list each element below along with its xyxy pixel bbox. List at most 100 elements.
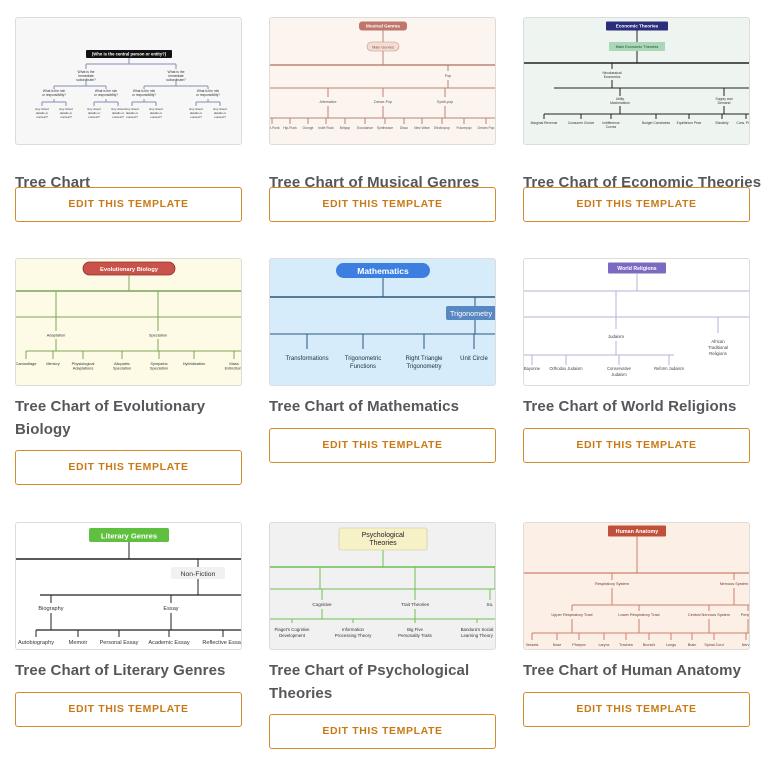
node-box xyxy=(171,567,225,579)
template-title[interactable]: Tree Chart of World Religions xyxy=(523,398,737,415)
node-label: Supply and xyxy=(716,97,733,101)
node-label: Big Five xyxy=(407,627,423,632)
tree-chart-preview: World ReligionsJudaismAfricanTraditional… xyxy=(524,262,749,377)
node-label: Britpop xyxy=(340,126,351,130)
node-label: Personality Traits xyxy=(398,633,432,638)
edit-template-button[interactable]: EDIT THIS TEMPLATE xyxy=(523,692,750,727)
template-title[interactable]: Tree Chart of Economic Theories xyxy=(523,174,762,191)
node-label: Conservative xyxy=(607,366,632,371)
node-label: Upper Respiratory Tract xyxy=(551,612,593,617)
node-label: Trait Theories xyxy=(401,602,430,607)
node-label: Synthwave xyxy=(377,126,393,130)
edit-template-button[interactable]: EDIT THIS TEMPLATE xyxy=(269,187,496,222)
node-label: context? xyxy=(60,115,72,119)
template-thumbnail[interactable]: (Who is the central person or entity?)Wh… xyxy=(15,17,242,145)
node-label: Any direct xyxy=(149,107,163,111)
edit-template-button[interactable]: EDIT THIS TEMPLATE xyxy=(15,450,242,485)
template-title[interactable]: Tree Chart of Evolutionary Biology xyxy=(15,398,206,438)
node-label: Evolutionary Biology xyxy=(100,267,159,273)
node-label: Speciation xyxy=(149,333,167,338)
node-label: Disco xyxy=(400,126,408,130)
node-label: immediate xyxy=(78,74,94,78)
template-title[interactable]: Tree Chart of Literary Genres xyxy=(15,662,226,679)
node-label: Pop xyxy=(445,74,451,78)
node-label: Marginal Revenue xyxy=(531,121,558,125)
node-box xyxy=(336,263,430,278)
node-box xyxy=(446,306,495,320)
node-label: details or xyxy=(126,111,139,115)
node-label: Essay xyxy=(163,606,178,612)
node-label: Main Economic Theories xyxy=(616,44,659,49)
node-label: or responsibility? xyxy=(94,93,118,97)
template-title[interactable]: Tree Chart xyxy=(15,174,91,191)
node-label: Autobiography xyxy=(18,640,54,646)
edit-template-button[interactable]: EDIT THIS TEMPLATE xyxy=(269,428,496,463)
node-box xyxy=(608,262,666,274)
node-label: Bandura's Social xyxy=(461,627,494,632)
node-label: context? xyxy=(36,115,48,119)
edit-template-button[interactable]: EDIT THIS TEMPLATE xyxy=(269,714,496,749)
node-label: Lungs xyxy=(666,643,676,647)
edit-template-button[interactable]: EDIT THIS TEMPLATE xyxy=(523,428,750,463)
node-label: or responsibility? xyxy=(132,93,156,97)
edit-template-button[interactable]: EDIT THIS TEMPLATE xyxy=(523,187,750,222)
node-label: context? xyxy=(88,115,100,119)
node-label: Non-Fiction xyxy=(181,571,216,578)
node-label: Post-Punk xyxy=(270,126,280,130)
tree-chart-preview: (Who is the central person or entity?)Wh… xyxy=(35,50,227,119)
node-label: Adaptations xyxy=(73,366,94,371)
node-label: Larynx xyxy=(598,643,609,647)
node-label: Functions xyxy=(350,364,376,370)
node-label: Bronchi xyxy=(643,643,656,647)
node-label: Economics xyxy=(604,75,621,79)
node-label: What is the xyxy=(78,70,95,74)
node-label: Mimicry xyxy=(46,361,59,366)
template-title[interactable]: Tree Chart of Psychological Theories xyxy=(269,662,470,702)
edit-template-button[interactable]: EDIT THIS TEMPLATE xyxy=(15,187,242,222)
node-label: Periphe. xyxy=(741,612,750,617)
node-label: immediate xyxy=(168,74,184,78)
node-label: Nerv. xyxy=(742,643,750,647)
node-label: details or xyxy=(190,111,203,115)
node-label: Maximization xyxy=(610,101,630,105)
template-title[interactable]: Tree Chart of Mathematics xyxy=(269,398,460,415)
template-title[interactable]: Tree Chart of Musical Genres xyxy=(269,174,480,191)
node-label: context? xyxy=(150,115,162,119)
node-label: Any direct xyxy=(87,107,101,111)
node-label: Nervous System xyxy=(720,581,749,586)
node-label: Electropop xyxy=(434,126,450,130)
node-label: Reflective Essay xyxy=(202,640,242,646)
node-label: Demand xyxy=(718,101,731,105)
node-label: Curves xyxy=(606,125,617,129)
node-label: Any direct xyxy=(125,107,139,111)
template-title[interactable]: Tree Chart of Human Anatomy xyxy=(523,662,742,679)
node-label: Eurodance xyxy=(357,126,373,130)
node-label: Synth-pop xyxy=(437,100,453,104)
node-label: What is the role xyxy=(95,89,117,93)
node-label: Judaism xyxy=(611,372,627,377)
node-label: Adaptation xyxy=(47,333,66,338)
edit-template-button[interactable]: EDIT THIS TEMPLATE xyxy=(15,692,242,727)
node-label: Psychological xyxy=(362,532,405,539)
node-label: details or xyxy=(60,111,73,115)
node-label: Lower Respiratory Tract xyxy=(618,612,660,617)
node-label: Hip-Punk xyxy=(283,126,297,130)
